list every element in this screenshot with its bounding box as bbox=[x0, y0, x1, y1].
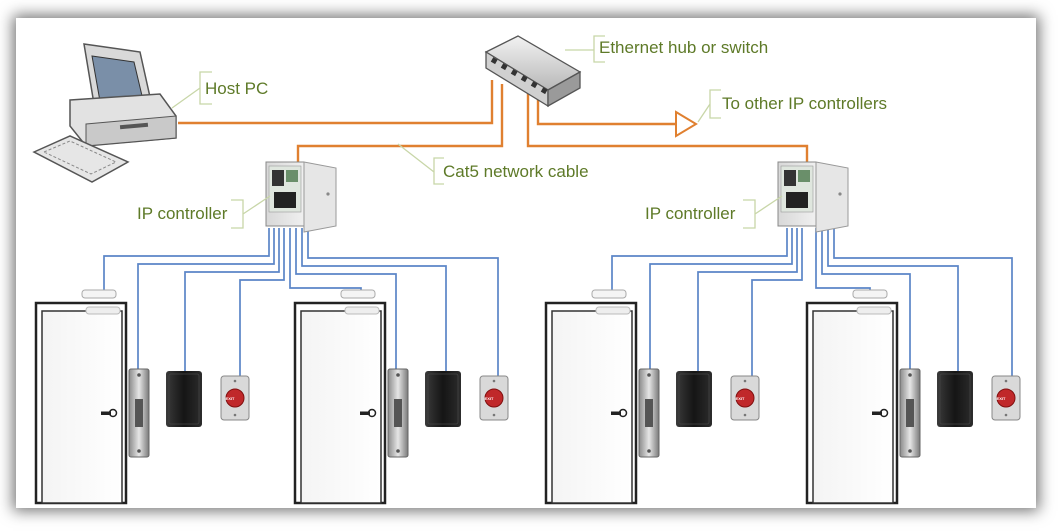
ip-controller-2-icon bbox=[777, 161, 849, 233]
ip-controller-1-icon bbox=[265, 161, 337, 233]
other-controllers-label: To other IP controllers bbox=[722, 94, 887, 113]
door-wiring-left bbox=[103, 228, 499, 377]
exit-button-text-1: EXIT bbox=[226, 396, 235, 401]
exit-button-labels: EXIT EXIT EXIT EXIT bbox=[226, 396, 1006, 401]
hub-label: Ethernet hub or switch bbox=[599, 38, 768, 57]
door-unit-3 bbox=[544, 288, 761, 505]
exit-button-text-2: EXIT bbox=[485, 396, 494, 401]
door-wiring-right bbox=[611, 228, 1013, 377]
arrow-icon bbox=[675, 110, 698, 138]
cable-label: Cat5 network cable bbox=[443, 162, 589, 181]
callout-brackets bbox=[171, 35, 783, 229]
exit-button-text-4: EXIT bbox=[997, 396, 1006, 401]
exit-button-text-3: EXIT bbox=[736, 396, 745, 401]
host-pc-cable bbox=[178, 80, 494, 125]
network-cables bbox=[178, 80, 809, 162]
door-unit-4 bbox=[805, 288, 1022, 505]
host-pc-icon bbox=[32, 43, 177, 183]
ip-controller-1-label: IP controller bbox=[137, 204, 228, 223]
host-pc-label: Host PC bbox=[205, 79, 268, 98]
ethernet-hub-icon bbox=[484, 35, 582, 108]
ip-controller-2-label: IP controller bbox=[645, 204, 736, 223]
controller-2-cable bbox=[526, 86, 809, 162]
door-unit-2 bbox=[293, 288, 510, 505]
door-unit-1 bbox=[34, 288, 251, 505]
